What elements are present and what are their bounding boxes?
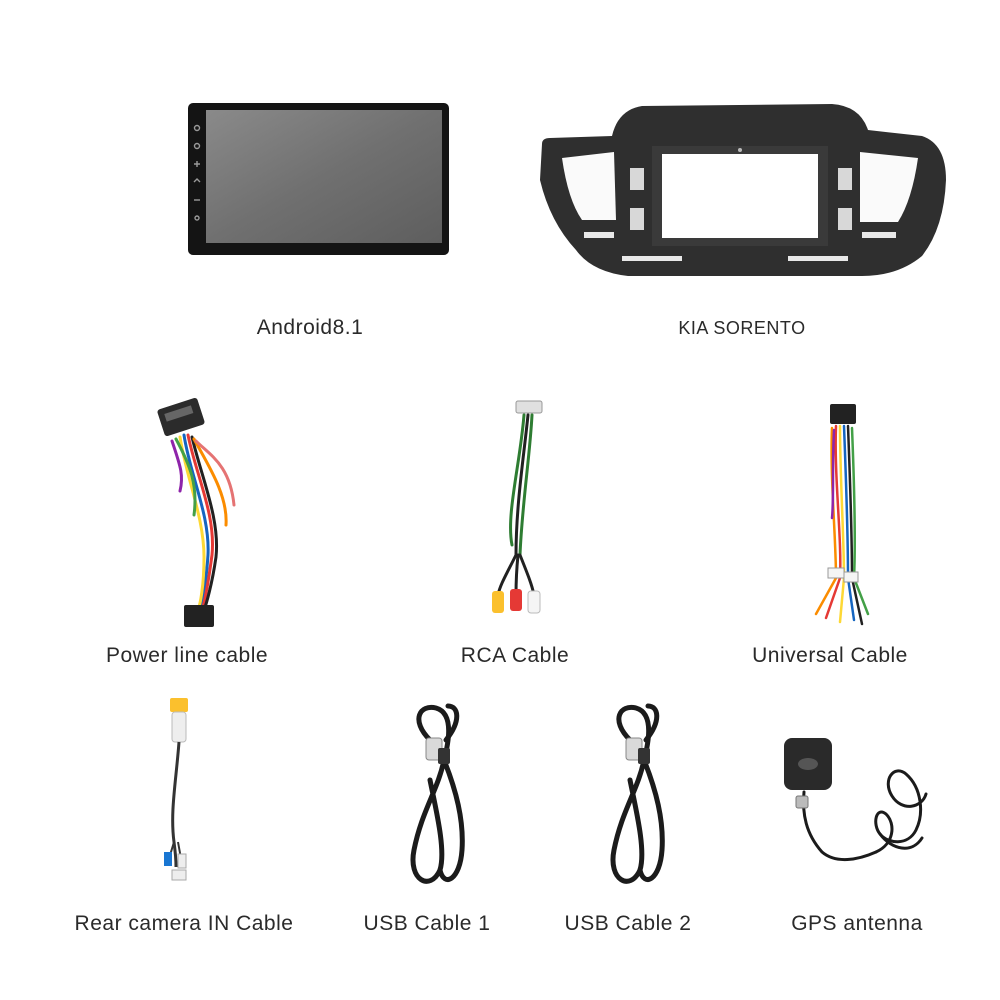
usb-cable-1-image xyxy=(400,700,480,895)
usb-cable-2-image xyxy=(600,700,680,895)
gps-antenna-image xyxy=(776,734,938,874)
rca-cable-label: RCA Cable xyxy=(460,644,570,667)
head-unit-image xyxy=(186,100,452,260)
dash-frame-label: KIA SORENTO xyxy=(678,318,806,338)
rca-cable-image xyxy=(476,395,556,625)
dash-frame-image xyxy=(532,100,950,282)
power-cable-label: Power line cable xyxy=(105,644,269,667)
rear-camera-cable-label: Rear camera IN Cable xyxy=(74,912,294,935)
universal-cable-label: Universal Cable xyxy=(752,644,908,667)
head-unit-label: Android8.1 xyxy=(256,316,364,339)
usb-cable-2-label: USB Cable 2 xyxy=(564,912,692,935)
rear-camera-cable-image xyxy=(150,692,210,892)
gps-antenna-label: GPS antenna xyxy=(791,912,923,935)
universal-cable-image xyxy=(796,398,876,634)
usb-cable-1-label: USB Cable 1 xyxy=(363,912,491,935)
power-cable-image xyxy=(150,395,250,635)
